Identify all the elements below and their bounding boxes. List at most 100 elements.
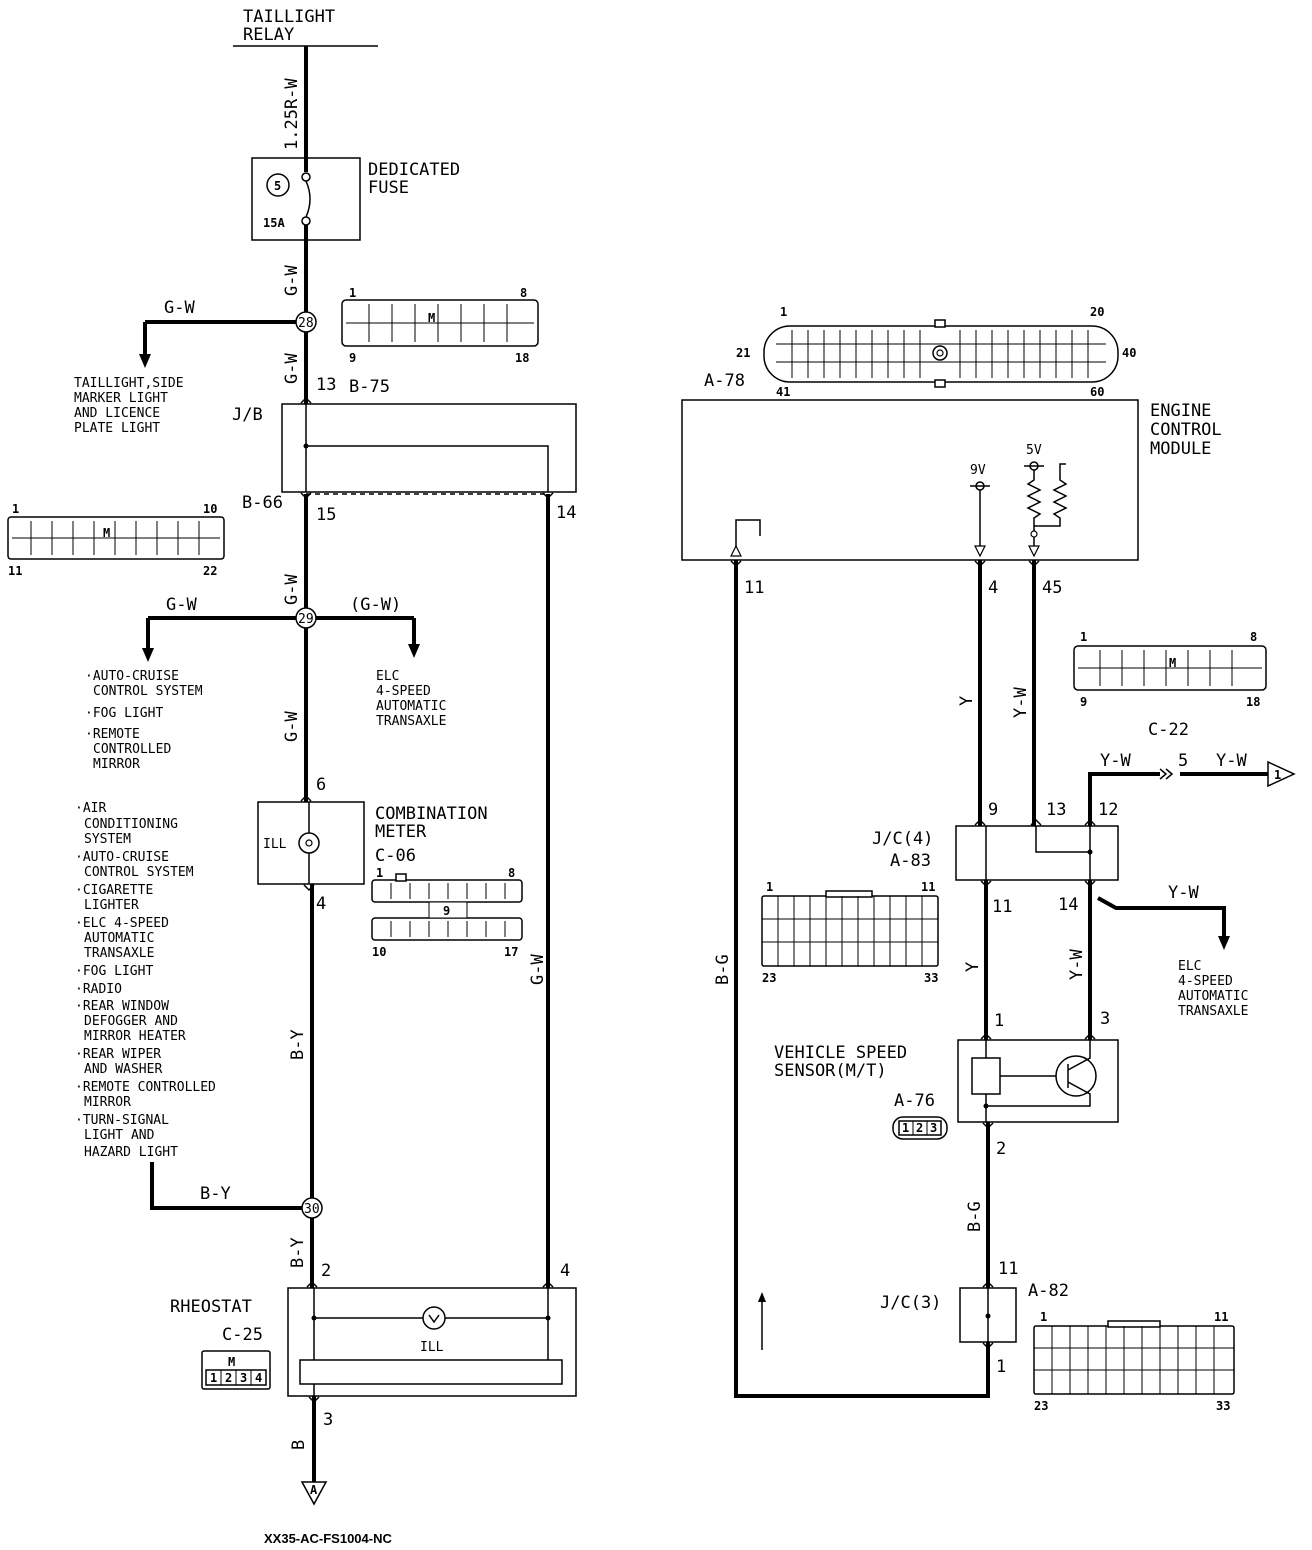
junction-block: [281, 403, 577, 493]
elc-a-line1: ELC: [376, 669, 399, 684]
elc-a-line2: 4-SPEED: [376, 684, 431, 699]
rheostat-lamp: [422, 1306, 446, 1330]
svg-text:MIRROR: MIRROR: [84, 1095, 131, 1110]
rheostat-pin-2: 2: [321, 1261, 331, 1281]
key-mark: M: [428, 311, 435, 325]
connector-a82: A-82: [1028, 1281, 1069, 1301]
wire-label-gw-29l: G-W: [166, 595, 197, 615]
jb-label: J/B: [232, 405, 263, 425]
meter-pin-4: 4: [316, 894, 326, 914]
conn-c06-pin-1: 1: [376, 866, 383, 880]
connector-33pin-a: 1 11 23 33: [761, 880, 939, 985]
wire-by-branch-30: [150, 1162, 302, 1210]
svg-text:1: 1: [1080, 630, 1087, 644]
wire-label-gw-29r: (G-W): [350, 595, 401, 615]
svg-text:23: 23: [762, 971, 776, 985]
fuse-rating: 15A: [263, 216, 285, 230]
rheostat-ill: ILL: [420, 1340, 444, 1355]
elc-b-line1: ELC: [1178, 959, 1201, 974]
svg-text:1: 1: [780, 305, 787, 319]
ecm-pin-45: 45: [1042, 578, 1062, 598]
svg-text:SYSTEM: SYSTEM: [84, 832, 131, 847]
right-circuit: 1 20 21 40 41 60 A-78 ENGINE CONTROL MOD…: [681, 305, 1296, 1413]
wire-label-gw-3: G-W: [282, 574, 302, 605]
svg-text:2: 2: [916, 1121, 923, 1135]
meter-ill: ILL: [263, 837, 287, 852]
wire-label-bg-2: B-G: [965, 1201, 985, 1232]
svg-text:AND WASHER: AND WASHER: [84, 1062, 162, 1077]
svg-text:3: 3: [240, 1371, 247, 1385]
pin-chevron: [982, 1280, 994, 1288]
elc-b-line4: TRANSAXLE: [1178, 1004, 1248, 1019]
meter-label-line1: COMBINATION: [375, 804, 488, 824]
ground-ref-a: [300, 1481, 328, 1506]
connector-22pin: M 1 10 11 22: [7, 502, 225, 578]
taillight-line2: MARKER LIGHT: [74, 391, 168, 406]
rheostat-pin-3: 3: [323, 1410, 333, 1430]
systems-a-line6: MIRROR: [93, 757, 140, 772]
ecm-9v: 9V: [970, 463, 986, 478]
vss-label-line1: VEHICLE SPEED: [774, 1043, 907, 1063]
ecm-5v: 5V: [1026, 443, 1042, 458]
wire-label-gw-4: G-W: [282, 711, 302, 742]
svg-text:·REAR WINDOW: ·REAR WINDOW: [75, 999, 169, 1014]
svg-text:LIGHTER: LIGHTER: [84, 898, 139, 913]
connector-c25: C-25: [222, 1325, 263, 1345]
rheostat-label: RHEOSTAT: [170, 1297, 252, 1317]
elc-b-line3: AUTOMATIC: [1178, 989, 1248, 1004]
joint-connector-4: [955, 825, 1119, 881]
pin-chevron: [303, 884, 315, 892]
fuse-number-badge: [266, 173, 290, 197]
svg-text:HAZARD LIGHT: HAZARD LIGHT: [84, 1145, 178, 1160]
conn-18a-pin-bl: 9: [349, 351, 356, 365]
wire-label-y-1: Y: [957, 696, 977, 706]
wire-label-gw-1: G-W: [282, 265, 302, 296]
jc3-pin-1: 1: [996, 1357, 1006, 1377]
svg-text:·AUTO-CRUISE: ·AUTO-CRUISE: [75, 850, 169, 865]
pin-chevron: [982, 1122, 994, 1130]
wire-label-b: B: [289, 1440, 309, 1450]
elc-a-line4: TRANSAXLE: [376, 714, 446, 729]
pin-chevron: [980, 880, 992, 888]
connector-a76-body: 1 2 3: [892, 1116, 948, 1140]
svg-text:M: M: [1169, 656, 1176, 670]
svg-text:MIRROR HEATER: MIRROR HEATER: [84, 1029, 186, 1044]
diagram-code: XX35-AC-FS1004-NC: [264, 1531, 392, 1546]
svg-text:·REAR WIPER: ·REAR WIPER: [75, 1047, 161, 1062]
svg-text:M: M: [103, 526, 110, 540]
wire-label-yw-4: Y-W: [1168, 883, 1199, 903]
svg-text:1: 1: [210, 1371, 217, 1385]
fuse-element: [305, 180, 311, 218]
svg-text:·ELC 4-SPEED: ·ELC 4-SPEED: [75, 916, 169, 931]
arrow-elc-a: [408, 644, 420, 658]
connector-18pin-a: M 1 8 9 18: [341, 286, 539, 365]
svg-text:CONTROL SYSTEM: CONTROL SYSTEM: [84, 865, 194, 880]
pin-chevron: [542, 1280, 554, 1288]
wire-label-125rw: 1.25R-W: [282, 78, 302, 150]
conn-22-pin-bl: 11: [8, 564, 22, 578]
pin-chevron: [1084, 1032, 1096, 1040]
svg-text:40: 40: [1122, 346, 1136, 360]
svg-text:·TURN-SIGNAL: ·TURN-SIGNAL: [75, 1113, 169, 1128]
svg-text:21: 21: [736, 346, 750, 360]
pin-chevron: [300, 794, 312, 802]
connector-c06: C-06: [375, 846, 416, 866]
wire-yw-branch: [1088, 772, 1160, 826]
pin-chevron: [300, 396, 312, 404]
ecm-pin-4: 4: [988, 578, 998, 598]
svg-text:·REMOTE CONTROLLED: ·REMOTE CONTROLLED: [75, 1080, 216, 1095]
connector-b75: B-75: [349, 377, 390, 397]
svg-text:TRANSAXLE: TRANSAXLE: [84, 946, 154, 961]
svg-text:·RADIO: ·RADIO: [75, 982, 122, 997]
conn-18a-pin-tl: 1: [349, 286, 356, 300]
vss-pin-2: 2: [996, 1139, 1006, 1159]
wire-label-yw-2: Y-W: [1100, 751, 1131, 771]
ref-1-label: 1: [1274, 768, 1281, 782]
ecm-pin-11: 11: [744, 578, 764, 598]
conn-c06-pin-10: 10: [372, 945, 386, 959]
left-circuit: TAILLIGHT RELAY 1.25R-W 5 15A DEDICATED …: [7, 7, 577, 1546]
svg-text:8: 8: [1250, 630, 1257, 644]
svg-text:60: 60: [1090, 385, 1104, 399]
arrow-taillight: [139, 354, 151, 368]
conn-22-pin-tl: 1: [12, 502, 19, 516]
